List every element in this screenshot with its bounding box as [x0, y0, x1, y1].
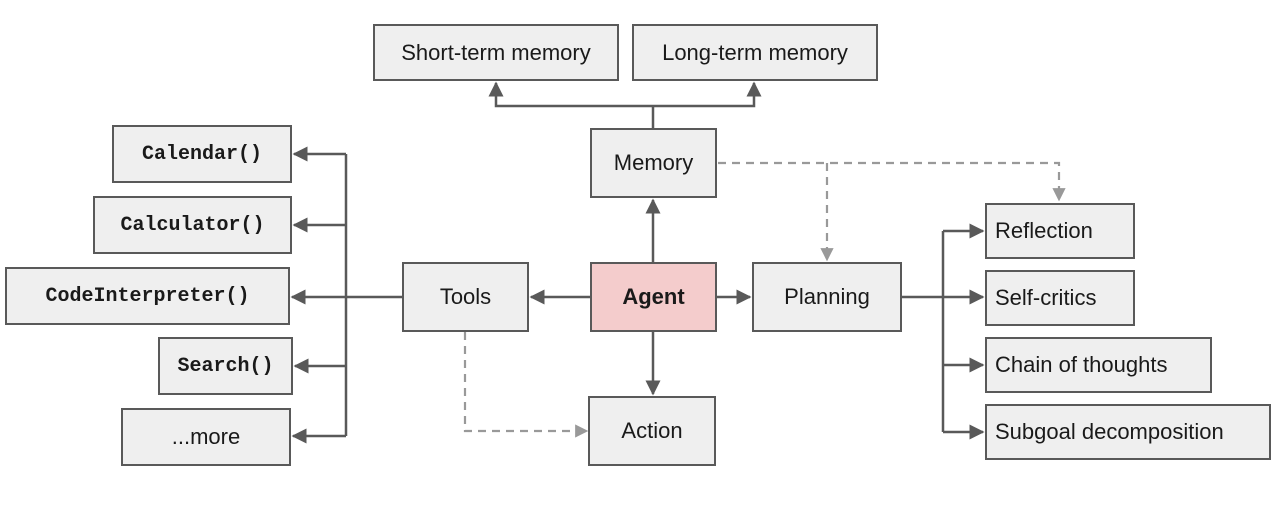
tools-node: Tools — [402, 262, 529, 332]
tool-calendar-node: Calendar() — [112, 125, 292, 183]
planning-node: Planning — [752, 262, 902, 332]
tool-more-node: ...more — [121, 408, 291, 466]
edge-memory-to-reflection-dashed — [718, 161, 1066, 202]
edge-memory-to-long-term — [653, 81, 762, 108]
short-term-memory-node: Short-term memory — [373, 24, 619, 81]
tool-calculator-node: Calculator() — [93, 196, 292, 254]
plan-self-critics-node: Self-critics — [985, 270, 1135, 326]
memory-node: Memory — [590, 128, 717, 198]
plan-reflection-node: Reflection — [985, 203, 1135, 259]
edge-tools-to-action-dashed — [463, 332, 589, 438]
tool-code-interpreter-node: CodeInterpreter() — [5, 267, 290, 325]
action-node: Action — [588, 396, 716, 466]
long-term-memory-node: Long-term memory — [632, 24, 878, 81]
plan-chain-of-thoughts-node: Chain of thoughts — [985, 337, 1212, 393]
tool-search-node: Search() — [158, 337, 293, 395]
agent-node: Agent — [590, 262, 717, 332]
edge-memory-to-short-term — [488, 81, 653, 108]
plan-subgoal-decomposition-node: Subgoal decomposition — [985, 404, 1271, 460]
